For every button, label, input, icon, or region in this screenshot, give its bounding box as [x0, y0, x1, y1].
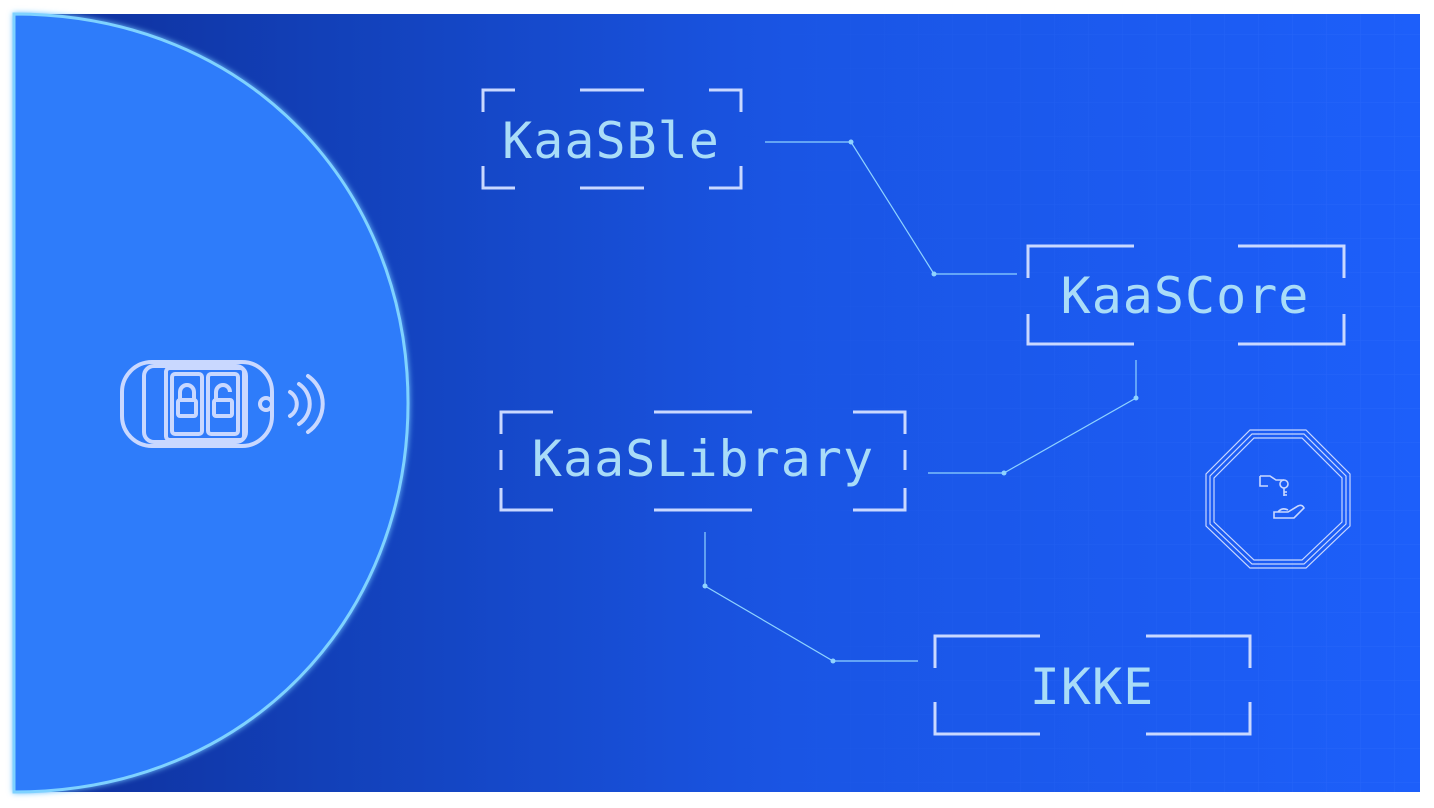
edge-kaasble-kaascore: [765, 141, 1017, 275]
car-key-fob-icon: [120, 360, 274, 448]
edge-kaascore-kaaslibrary: [928, 360, 1137, 474]
node-label-ikke: IKKE: [1029, 658, 1155, 716]
connector-dots: [702, 139, 1139, 664]
key-handover-octagon-icon: [1205, 429, 1351, 569]
connector-lines: [704, 141, 1137, 662]
node-frame-kaasble: [481, 88, 743, 190]
node-frame-ikke: [933, 634, 1252, 736]
node-label-kaaslibrary: KaaSLibrary: [531, 430, 875, 488]
node-frame-kaascore: [1026, 244, 1346, 346]
wireless-signal-icon: [288, 374, 325, 434]
edge-kaaslibrary-ikke: [704, 532, 918, 662]
node-label-kaascore: KaaSCore: [1060, 267, 1310, 325]
node-frame-kaaslibrary: [499, 410, 907, 512]
node-label-kaasble: KaaSBle: [502, 112, 720, 170]
background-grid: [740, 14, 1420, 792]
